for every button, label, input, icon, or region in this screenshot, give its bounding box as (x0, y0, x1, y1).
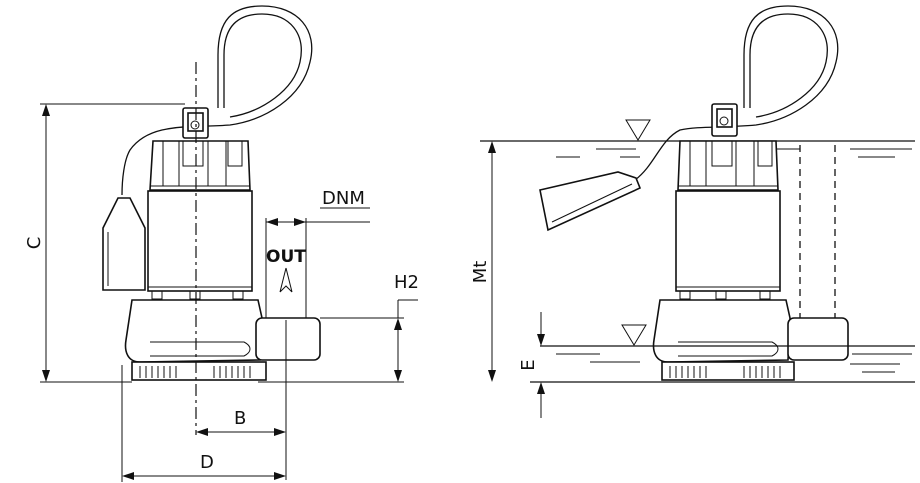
float-switch-tilted (539, 171, 642, 232)
dimension-label-mt: Mt (470, 261, 491, 284)
dimension-label-d: D (200, 452, 214, 473)
dimension-label-e: E (518, 359, 539, 370)
pump-base (124, 299, 263, 363)
right-pump-view: Mt E (470, 5, 915, 418)
outlet-label: OUT (266, 247, 306, 267)
power-cable (121, 5, 313, 196)
dimension-label-dnm: DNM (322, 188, 365, 209)
outlet-port (255, 317, 321, 361)
motor-body (147, 190, 253, 292)
dimension-label-b: B (234, 408, 246, 429)
left-pump-view: C DNM OUT H2 B D (24, 5, 419, 482)
outlet-arrow-icon (279, 267, 293, 293)
upper-water-level-icon (625, 119, 651, 141)
dimension-label-c: C (24, 237, 45, 250)
dimension-label-h2: H2 (394, 272, 419, 293)
lower-water-level-icon (621, 324, 647, 346)
float-switch (102, 197, 146, 291)
